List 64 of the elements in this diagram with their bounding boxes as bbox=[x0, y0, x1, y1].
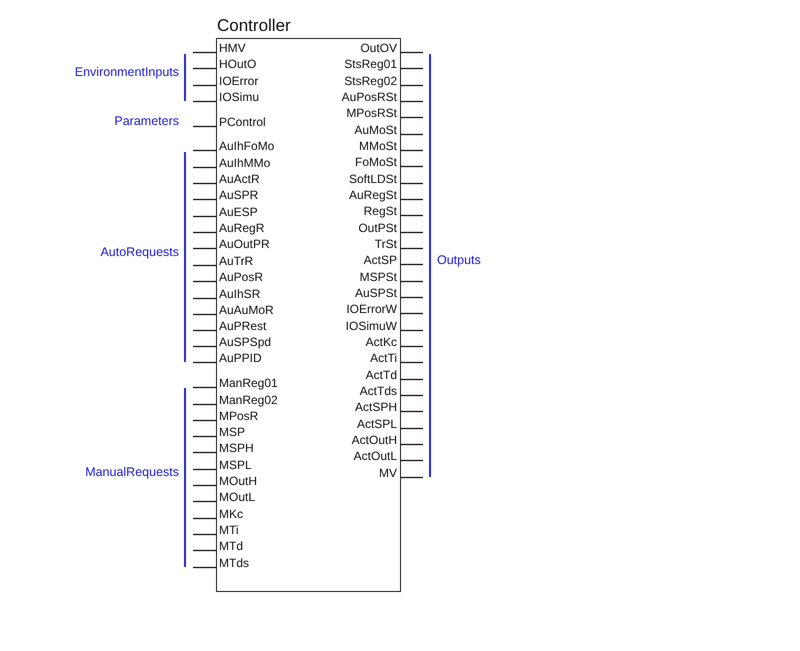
pin-label: AuActR bbox=[219, 172, 260, 186]
pin-label: AuOutPR bbox=[219, 237, 270, 251]
pin-label: MOutH bbox=[219, 474, 258, 488]
pin-label: RegSt bbox=[364, 204, 397, 218]
pin-label: HMV bbox=[219, 41, 246, 55]
pin-label: ActKc bbox=[366, 335, 397, 349]
pin-label: AuSPSpd bbox=[219, 335, 272, 349]
pin-label: ActSP bbox=[364, 253, 397, 267]
group-label: Parameters bbox=[114, 114, 179, 129]
pin-label: ActOutL bbox=[354, 449, 397, 463]
block-title: Controller bbox=[217, 16, 291, 36]
pin-label: StsReg01 bbox=[344, 57, 397, 71]
pin-label: ActSPL bbox=[356, 417, 397, 431]
pin-label: ActTds bbox=[360, 384, 397, 398]
pin-label: ManReg01 bbox=[219, 376, 278, 390]
pin-label: MPosRSt bbox=[346, 106, 397, 120]
pin-label: AuPRest bbox=[219, 319, 266, 333]
pin-label: AuSPR bbox=[219, 188, 258, 202]
group-label: ManualRequests bbox=[85, 465, 179, 480]
pin-label: IOSimuW bbox=[346, 319, 397, 333]
pin-label: ActTd bbox=[366, 368, 397, 382]
pin-label: MKc bbox=[219, 507, 243, 521]
pin-label: MV bbox=[379, 466, 397, 480]
pin-label: HOutO bbox=[219, 57, 256, 71]
pin-label: AuPosRSt bbox=[342, 90, 397, 104]
pin-label: AuPosR bbox=[219, 270, 264, 284]
pin-label: IOErrorW bbox=[346, 302, 397, 316]
pin-label: AuIhFoMo bbox=[219, 139, 274, 153]
pin-label: FoMoSt bbox=[354, 155, 397, 169]
pin-label: ActTi bbox=[370, 351, 397, 365]
pin-label: MSPSt bbox=[360, 270, 397, 284]
pin-label: AuIhMMo bbox=[219, 156, 270, 170]
group-label: EnvironmentInputs bbox=[74, 65, 179, 80]
pin-label: IOSimu bbox=[219, 90, 260, 104]
group-label: AutoRequests bbox=[100, 245, 179, 260]
pin-label: AuPPID bbox=[219, 351, 262, 365]
pin-label: AuESP bbox=[219, 205, 258, 219]
group-label: Outputs bbox=[437, 253, 481, 268]
pin-label: AuMoSt bbox=[354, 123, 397, 137]
pin-label: MSPH bbox=[219, 441, 254, 455]
pin-label: ActSPH bbox=[354, 400, 397, 414]
pin-label: AuIhSR bbox=[219, 287, 260, 301]
pin-label: TrSt bbox=[374, 237, 397, 251]
pin-label: AuSPSt bbox=[354, 286, 397, 300]
pin-label: MTds bbox=[219, 556, 249, 570]
pin-label: ManReg02 bbox=[219, 393, 278, 407]
pin-label: IOError bbox=[219, 74, 258, 88]
pin-label: StsReg02 bbox=[344, 74, 397, 88]
pin-label: AuAuMoR bbox=[219, 303, 274, 317]
pin-label: SoftLDSt bbox=[348, 172, 397, 186]
pin-label: MSP bbox=[219, 425, 246, 439]
pin-label: AuRegSt bbox=[348, 188, 397, 202]
pin-label: OutOV bbox=[360, 41, 397, 55]
pin-label: MMoSt bbox=[358, 139, 397, 153]
pin-label: MSPL bbox=[219, 458, 252, 472]
pin-label: ActOutH bbox=[352, 433, 397, 447]
pin-label: MOutL bbox=[219, 490, 256, 504]
pin-label: OutPSt bbox=[358, 221, 397, 235]
pin-label: AuRegR bbox=[219, 221, 264, 235]
pin-label: AuTrR bbox=[219, 254, 254, 268]
pin-label: MPosR bbox=[219, 409, 258, 423]
pin-label: MTd bbox=[219, 539, 243, 553]
pin-label: PControl bbox=[219, 115, 266, 129]
pin-label: MTi bbox=[219, 523, 239, 537]
